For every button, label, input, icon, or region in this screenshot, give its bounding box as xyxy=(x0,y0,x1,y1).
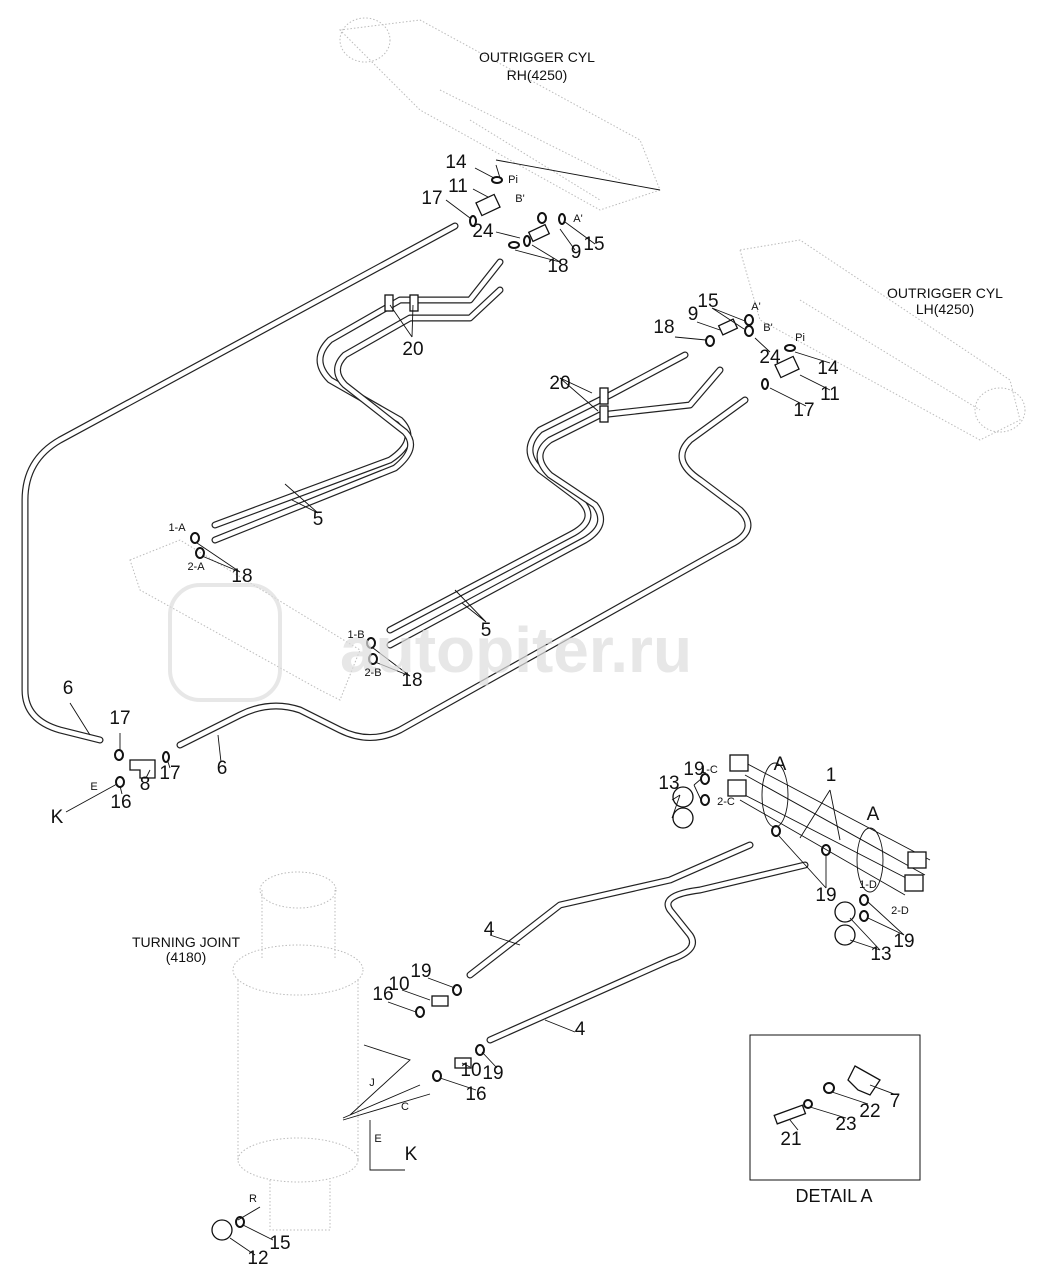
callout-number: 19 xyxy=(482,1063,503,1084)
hose-4-pair xyxy=(466,841,809,1044)
watermark-text: autopiter.ru xyxy=(340,614,692,686)
callout-number: 1 xyxy=(826,765,837,786)
callout-number: 24 xyxy=(472,221,494,242)
outrigger-frame-outline xyxy=(129,539,361,701)
hose-5-rh-pair xyxy=(211,258,504,544)
callout-number: 19 xyxy=(893,931,914,952)
turning-joint-outline xyxy=(232,871,364,1231)
callout-number: 24 xyxy=(759,347,781,368)
callout-number: 9 xyxy=(571,242,582,263)
hose-6-short xyxy=(176,396,752,749)
hose-6-long xyxy=(21,222,459,744)
callout-number: 18 xyxy=(653,317,674,338)
port-label: Pi xyxy=(508,174,518,186)
callout-number: A xyxy=(867,804,880,825)
port-labels: PiB'A'A'B'Pi1-A2-A1-B2-BE1-C2-C1-D2-DJCE… xyxy=(90,174,909,1205)
callout-number: 20 xyxy=(549,373,570,394)
detail-a-title: DETAIL A xyxy=(795,1186,872,1206)
rh-cylinder-title: OUTRIGGER CYL xyxy=(479,49,595,65)
callout-number: 15 xyxy=(583,234,604,255)
callout-number: 5 xyxy=(481,620,492,641)
pipe-1-assembly xyxy=(727,754,931,896)
port-label: 2-C xyxy=(717,796,735,808)
callout-number: 23 xyxy=(835,1114,856,1135)
callout-number: 16 xyxy=(110,792,131,813)
port-label: 2-B xyxy=(364,667,381,679)
callout-number: 14 xyxy=(445,152,467,173)
callout-number: 8 xyxy=(140,774,151,795)
o-rings xyxy=(114,176,869,1228)
port-label: A' xyxy=(751,301,760,313)
leader-lines xyxy=(65,159,905,1256)
lh-cylinder-title: OUTRIGGER CYL xyxy=(887,285,1003,301)
port-label: 1-C xyxy=(700,764,718,776)
port-label: Pi xyxy=(795,332,805,344)
callout-number: 13 xyxy=(870,944,891,965)
rh-cylinder-code: RH(4250) xyxy=(507,67,568,83)
port-label: 1-A xyxy=(168,522,186,534)
turning-joint-code: (4180) xyxy=(166,949,206,965)
port-label: A' xyxy=(573,213,582,225)
port-label: E xyxy=(90,781,97,793)
watermark: autopiter.ru xyxy=(168,583,692,702)
callout-number: 17 xyxy=(421,188,442,209)
callout-number: 4 xyxy=(575,1019,586,1040)
callout-number: 6 xyxy=(217,758,228,779)
turning-joint-title: TURNING JOINT xyxy=(132,934,241,950)
port-label: R xyxy=(249,1193,257,1205)
callout-number: 12 xyxy=(247,1248,268,1269)
port-label: 2-A xyxy=(187,561,205,573)
callout-number: 6 xyxy=(63,678,74,699)
callout-number: 5 xyxy=(313,509,324,530)
port-label: B' xyxy=(515,193,524,205)
callout-number: 14 xyxy=(817,358,839,379)
port-label: 2-D xyxy=(891,905,909,917)
port-label: J xyxy=(369,1077,375,1089)
port-label: 1-B xyxy=(347,629,364,641)
lh-outrigger-cylinder-outline xyxy=(739,239,1026,441)
callout-number: 19 xyxy=(683,759,704,780)
callout-number: 21 xyxy=(780,1129,801,1150)
detail-a-box xyxy=(749,1034,921,1181)
callout-number: 17 xyxy=(159,763,180,784)
callout-number: 20 xyxy=(402,339,423,360)
callout-number: 10 xyxy=(388,974,409,995)
callout-number: 22 xyxy=(859,1101,880,1122)
callout-number: K xyxy=(405,1144,418,1165)
port-label: 1-D xyxy=(859,879,877,891)
callout-number: 9 xyxy=(688,304,699,325)
callout-number: K xyxy=(51,807,64,828)
port-label: E xyxy=(374,1133,381,1145)
callout-number: 11 xyxy=(820,384,840,405)
hose-5-lh-pair xyxy=(386,351,724,649)
callout-number: 15 xyxy=(697,291,718,312)
callout-number: 18 xyxy=(231,566,252,587)
callout-number: 15 xyxy=(269,1233,290,1254)
port-label: C xyxy=(401,1101,409,1113)
callout-number: 18 xyxy=(401,670,422,691)
callout-number: 11 xyxy=(448,176,468,197)
callout-number: 19 xyxy=(815,885,836,906)
callout-number: 7 xyxy=(890,1091,901,1112)
callout-number: 16 xyxy=(465,1084,486,1105)
callout-number: A xyxy=(774,754,787,775)
callout-number: 13 xyxy=(658,773,679,794)
callout-number: 16 xyxy=(372,984,393,1005)
callout-number: 17 xyxy=(793,400,814,421)
callout-number: 19 xyxy=(410,961,431,982)
callout-number: 17 xyxy=(109,708,130,729)
lh-cylinder-code: LH(4250) xyxy=(916,301,974,317)
callout-number: 18 xyxy=(547,256,568,277)
port-label: B' xyxy=(763,322,772,334)
clamps-20 xyxy=(384,294,609,423)
callout-number: 4 xyxy=(484,919,495,940)
callout-number: 10 xyxy=(460,1060,481,1081)
